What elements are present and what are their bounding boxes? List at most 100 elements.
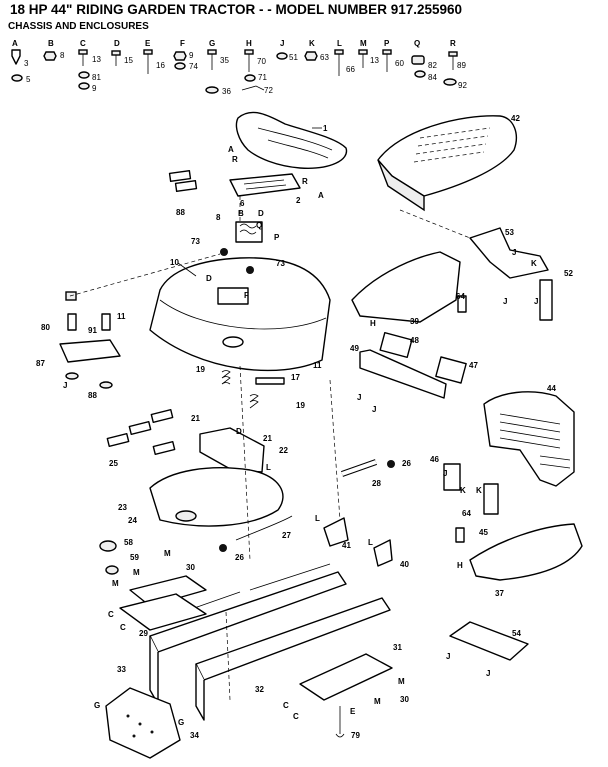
- part-number: 89: [457, 61, 466, 70]
- callout-41: 41: [342, 541, 351, 550]
- part-number: 72: [264, 86, 273, 95]
- hitch-pin: 79 E: [335, 706, 360, 740]
- washer-icon: [276, 52, 288, 60]
- fender-deck: 10 11 11 D F 73 73: [117, 237, 331, 372]
- part-number: 66: [346, 65, 355, 74]
- nut-icon: [173, 51, 187, 61]
- bushings: 58 59: [99, 538, 139, 575]
- callout-17: 17: [291, 373, 300, 382]
- callout-27: 27: [282, 531, 291, 540]
- hardware-letter-D: D: [114, 39, 120, 48]
- callout-10: 10: [170, 258, 179, 267]
- callout-23: 23: [118, 503, 127, 512]
- callout-45: 45: [479, 528, 488, 537]
- hardware-letter-G: G: [209, 39, 215, 48]
- washer-icon: [78, 82, 90, 90]
- board-part: [359, 349, 447, 399]
- callout-11: 11: [313, 361, 322, 370]
- letter-G: G: [94, 701, 100, 710]
- callout-19: 19: [296, 401, 305, 410]
- seat-spring: 6 8 B D Q P: [216, 199, 280, 243]
- bolt-icon: [334, 49, 344, 55]
- letter-C: C: [120, 623, 126, 632]
- callout-1: 1: [323, 124, 328, 133]
- callout-91: 91: [88, 326, 97, 335]
- fuel-lines: 27 28 26 26: [219, 459, 411, 562]
- letter-H: H: [370, 319, 376, 328]
- dash-panel: 39 64 H: [351, 251, 467, 328]
- washer-icon: [11, 74, 23, 82]
- part-number: 15: [124, 56, 133, 65]
- hardware-letter-C: C: [80, 39, 86, 48]
- letter-K: K: [476, 486, 482, 495]
- grille-part: [483, 391, 575, 487]
- letter-L: L: [315, 514, 320, 523]
- callout-25: 25: [109, 459, 118, 468]
- center-bracket: 21 21 22 D L 25: [106, 408, 288, 473]
- callout-39: 39: [410, 317, 419, 326]
- part-number: 16: [156, 61, 165, 70]
- callout-54: 54: [512, 629, 521, 638]
- hardware-P: P 60: [382, 39, 404, 72]
- fender-part: [149, 257, 331, 372]
- callout-21: 21: [263, 434, 272, 443]
- part-number: 13: [370, 56, 379, 65]
- assembly-guides: [225, 365, 341, 701]
- part-number: 8: [60, 51, 65, 60]
- letter-L: L: [368, 538, 373, 547]
- nut-icon: [43, 51, 57, 61]
- letter-C: C: [108, 610, 114, 619]
- letter-R: R: [232, 155, 238, 164]
- part-number: 63: [320, 53, 329, 62]
- hardware-E: E 16: [143, 39, 165, 74]
- hardware-C: C 13 81 9: [78, 39, 101, 93]
- callout-46: 46: [430, 455, 439, 464]
- plate-part: [129, 575, 207, 607]
- part-number: 81: [92, 73, 101, 82]
- callout-30: 30: [186, 563, 195, 572]
- washer-icon: [414, 70, 426, 78]
- callout-53: 53: [505, 228, 514, 237]
- letter-M: M: [374, 697, 381, 706]
- bolt-icon: [244, 49, 254, 55]
- hardware-letter-F: F: [180, 39, 185, 48]
- bracket-part: [443, 463, 461, 491]
- washer-icon: [205, 86, 219, 94]
- letter-J: J: [446, 652, 450, 661]
- hardware-M: M 13: [358, 39, 379, 68]
- footrest-part: [449, 621, 529, 661]
- seat-part: [235, 111, 348, 169]
- pad-part: [168, 169, 192, 183]
- part-number: 9: [92, 84, 97, 93]
- letter-J: J: [486, 669, 490, 678]
- bracket-part: [469, 227, 549, 279]
- bracket-part: [199, 427, 265, 473]
- callout-37: 37: [495, 589, 504, 598]
- callout-26: 26: [402, 459, 411, 468]
- seat-pan-part: [229, 173, 301, 197]
- letter-J: J: [443, 469, 447, 478]
- grille: 44: [483, 384, 575, 487]
- letter-M: M: [133, 568, 140, 577]
- callout-34: 34: [190, 731, 199, 740]
- part-number: 70: [257, 57, 266, 66]
- hitch-plate: 34 G G: [94, 687, 199, 759]
- letter-E: E: [350, 707, 356, 716]
- callout-26: 26: [235, 553, 244, 562]
- pad-part: [435, 356, 467, 384]
- callout-58: 58: [124, 538, 133, 547]
- hardware-Q: Q 82 84: [411, 39, 437, 82]
- tank-part: [149, 467, 284, 527]
- callout-19: 19: [196, 365, 205, 374]
- callout-87: 87: [36, 359, 45, 368]
- washer-icon: [78, 71, 90, 79]
- letter-J: J: [357, 393, 361, 402]
- letter-D: D: [258, 209, 264, 218]
- hood-bracket: 53 52 J J J K: [399, 209, 573, 321]
- screw-icon: [111, 50, 121, 56]
- callout-79: 79: [351, 731, 360, 740]
- letter-C: C: [293, 712, 299, 721]
- callout-73: 73: [276, 259, 285, 268]
- callout-64: 64: [456, 292, 465, 301]
- callout-44: 44: [547, 384, 556, 393]
